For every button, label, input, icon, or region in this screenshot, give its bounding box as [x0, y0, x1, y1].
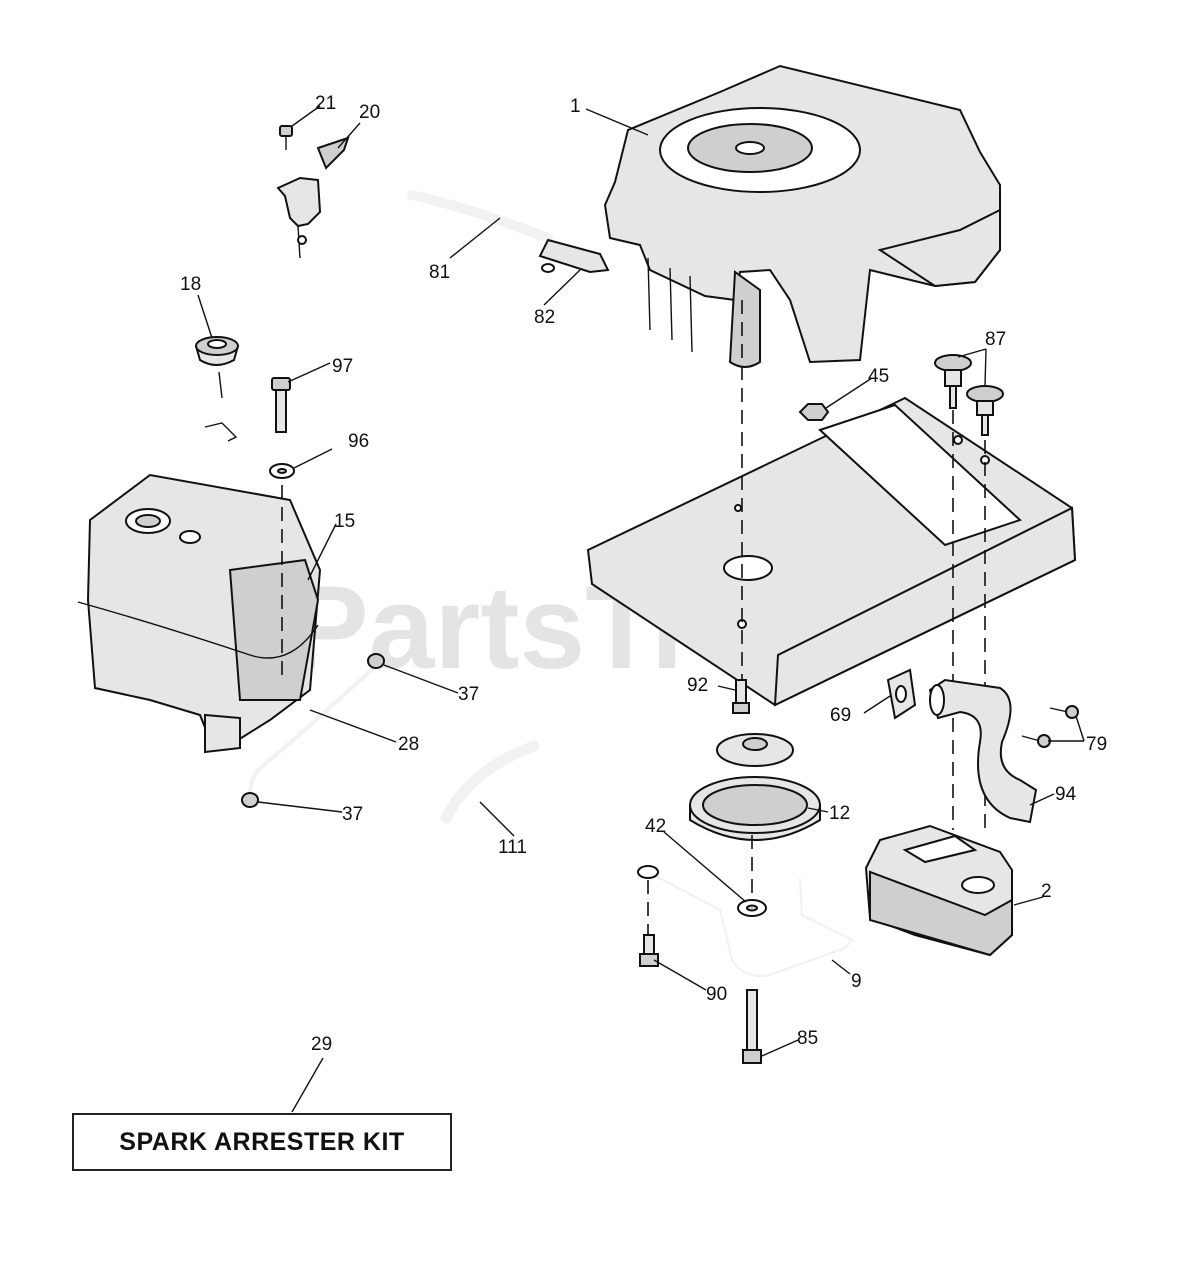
screw-79b-part[interactable] — [1021, 734, 1051, 748]
callout-42: 42 — [645, 816, 666, 837]
bolt-92-part[interactable] — [732, 679, 750, 714]
washer-42-part[interactable] — [737, 899, 767, 917]
screw-79a-part[interactable] — [1049, 705, 1079, 719]
washer-96-part[interactable] — [269, 463, 295, 479]
callout-45: 45 — [868, 366, 889, 387]
clamp-37b-part[interactable] — [241, 792, 259, 808]
bolt-97-part[interactable] — [271, 377, 291, 433]
callout-111: 111 — [498, 837, 527, 858]
bolt-90-part[interactable] — [639, 934, 659, 967]
exhaust-pipe-94-part[interactable] — [928, 678, 1038, 824]
fuel-filter-82-part[interactable] — [538, 238, 610, 274]
spark-arrester-kit-label: SPARK ARRESTER KIT — [119, 1127, 405, 1156]
callout-87: 87 — [985, 329, 1006, 350]
callout-18: 18 — [180, 274, 201, 295]
clip-part[interactable] — [204, 422, 238, 442]
muffler-2-part[interactable] — [864, 824, 1013, 957]
throttle-bracket-part[interactable] — [276, 136, 350, 259]
pulley-12-part[interactable] — [689, 733, 821, 841]
callout-1: 1 — [570, 96, 581, 117]
callout-15: 15 — [334, 511, 355, 532]
callout-90: 90 — [706, 984, 727, 1005]
callout-96: 96 — [348, 431, 369, 452]
bracket-rod-9-part[interactable] — [637, 865, 854, 977]
callout-37a: 37 — [458, 684, 479, 705]
callout-28: 28 — [398, 734, 419, 755]
hose-111-part[interactable] — [440, 740, 540, 824]
bolt-87b-part[interactable] — [966, 385, 1004, 436]
bolt-87a-part[interactable] — [934, 354, 972, 409]
callout-69: 69 — [830, 705, 851, 726]
gasket-69-part[interactable] — [886, 668, 917, 720]
spark-arrester-kit-box[interactable]: SPARK ARRESTER KIT — [72, 1113, 452, 1171]
callout-37b: 37 — [342, 804, 363, 825]
callout-20: 20 — [359, 102, 380, 123]
callout-9: 9 — [851, 971, 862, 992]
callout-2: 2 — [1041, 881, 1052, 902]
callout-21: 21 — [315, 93, 336, 114]
clamp-37a-part[interactable] — [367, 653, 385, 669]
callout-82: 82 — [534, 307, 555, 328]
engine-part[interactable] — [603, 64, 1001, 368]
fuel-cap-part[interactable] — [194, 336, 240, 399]
callout-92: 92 — [687, 675, 708, 696]
fuel-line-28-part[interactable] — [248, 662, 380, 796]
screw-21-part[interactable] — [279, 125, 293, 150]
callout-79: 79 — [1086, 734, 1107, 755]
callout-29: 29 — [311, 1034, 332, 1055]
callout-81: 81 — [429, 262, 450, 283]
callout-97: 97 — [332, 356, 353, 377]
fuel-tank-part[interactable] — [77, 473, 322, 754]
callout-85: 85 — [797, 1028, 818, 1049]
fuel-line-81-part[interactable] — [407, 190, 553, 243]
bolt-85-part[interactable] — [742, 989, 762, 1064]
nut-45-part[interactable] — [798, 403, 830, 421]
callout-94: 94 — [1055, 784, 1077, 805]
callout-12: 12 — [829, 803, 850, 824]
frame-plate-part[interactable] — [586, 396, 1077, 707]
